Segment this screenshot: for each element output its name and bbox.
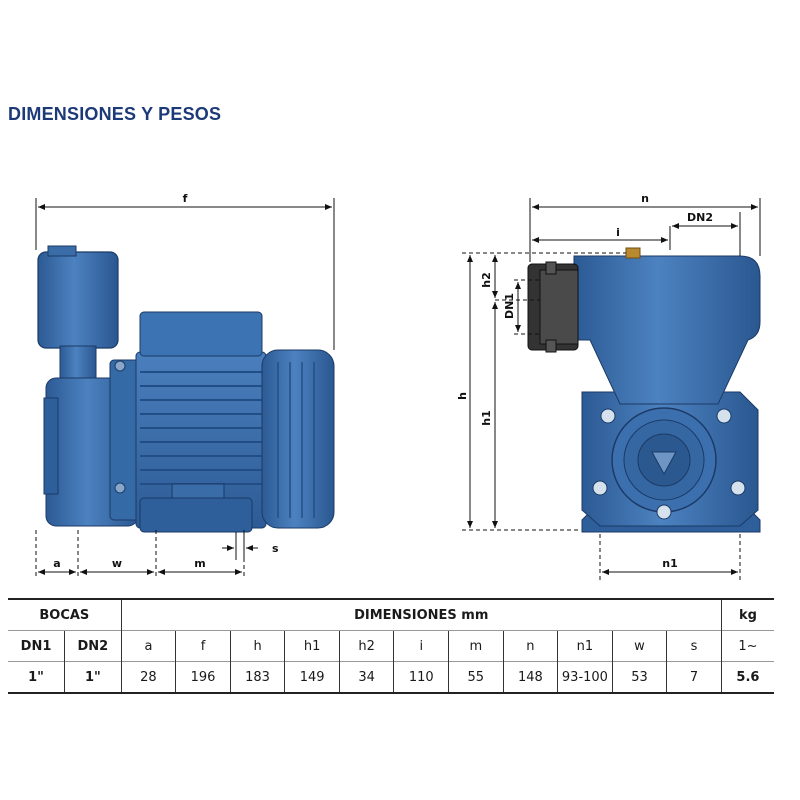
pump-front-view <box>527 247 761 533</box>
cell-n: 148 <box>502 661 558 694</box>
col-i: i <box>393 630 449 662</box>
cell-dn1: 1" <box>8 661 65 694</box>
table-header-row: BOCAS DIMENSIONES mm kg <box>8 598 774 631</box>
front-dimension-lines <box>462 198 761 580</box>
dim-label-n1: n1 <box>662 557 678 570</box>
dim-label-m: m <box>194 557 205 570</box>
pump-side-view <box>37 245 335 533</box>
dim-label-s: s <box>272 542 279 555</box>
col-kg-unit: 1~ <box>720 630 774 662</box>
table-subheader-row: DN1 DN2 a f h h1 h2 i m n n1 w s 1~ <box>8 630 774 662</box>
dim-label-dn2: DN2 <box>687 211 713 224</box>
col-n: n <box>502 630 558 662</box>
table-row: 1" 1" 28 196 183 149 34 110 55 148 93-10… <box>8 661 774 694</box>
cell-n1: 93-100 <box>557 661 613 694</box>
cell-h1: 149 <box>284 661 340 694</box>
header-bocas: BOCAS <box>8 598 122 631</box>
col-w: w <box>611 630 667 662</box>
dimensions-table: BOCAS DIMENSIONES mm kg DN1 DN2 a f h h1… <box>8 598 774 694</box>
cell-kg: 5.6 <box>720 661 774 694</box>
cell-m: 55 <box>448 661 504 694</box>
col-h: h <box>229 630 285 662</box>
dim-label-n: n <box>641 192 649 205</box>
cell-f: 196 <box>175 661 231 694</box>
col-m: m <box>448 630 504 662</box>
col-s: s <box>666 630 722 662</box>
header-dimensiones: DIMENSIONES mm <box>120 598 722 631</box>
cell-s: 7 <box>666 661 722 694</box>
col-f: f <box>175 630 231 662</box>
cell-i: 110 <box>393 661 449 694</box>
page-title: DIMENSIONES Y PESOS <box>8 104 222 124</box>
dim-label-f: f <box>183 192 188 205</box>
dim-label-h: h <box>456 392 469 400</box>
dim-label-dn1: DN1 <box>503 293 516 319</box>
cell-a: 28 <box>120 661 176 694</box>
dim-label-h2: h2 <box>480 272 493 288</box>
col-dn2: DN2 <box>64 630 122 662</box>
col-dn1: DN1 <box>8 630 65 662</box>
dim-label-i: i <box>616 226 620 239</box>
side-dimension-lines <box>35 198 335 578</box>
cell-h: 183 <box>229 661 285 694</box>
col-n1: n1 <box>557 630 613 662</box>
cell-h2: 34 <box>338 661 394 694</box>
cell-w: 53 <box>611 661 667 694</box>
col-h1: h1 <box>284 630 340 662</box>
dim-label-a: a <box>53 557 60 570</box>
cell-dn2: 1" <box>64 661 122 694</box>
col-a: a <box>120 630 176 662</box>
col-h2: h2 <box>338 630 394 662</box>
header-kg: kg <box>720 598 774 631</box>
dim-label-w: w <box>112 557 122 570</box>
dim-label-h1: h1 <box>480 410 493 426</box>
